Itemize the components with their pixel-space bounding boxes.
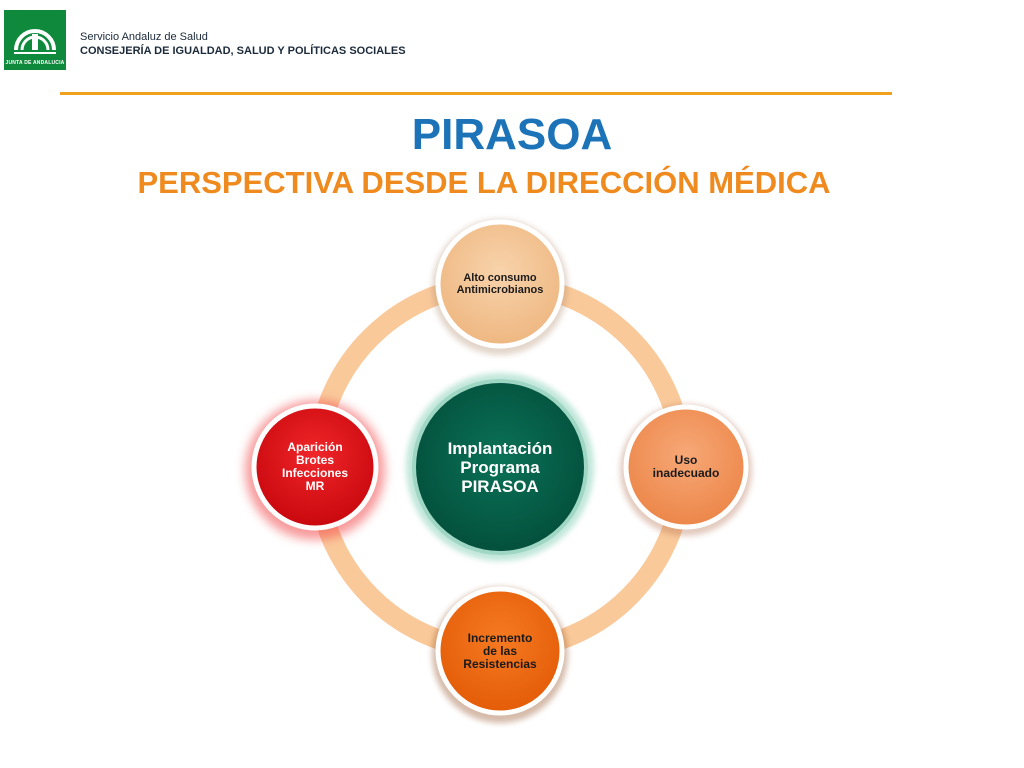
header-divider — [60, 92, 892, 95]
junta-andalucia-emblem-icon — [14, 29, 56, 54]
node-left-circle — [251, 403, 379, 531]
organization-name: Servicio Andaluz de Salud CONSEJERÍA DE … — [80, 30, 406, 59]
node-right-circle — [623, 404, 749, 530]
slide-subtitle: PERSPECTIVA DESDE LA DIRECCIÓN MÉDICA — [137, 165, 831, 200]
node-top-label: Alto consumo Antimicrobianos — [456, 272, 544, 296]
logo: JUNTA DE ANDALUCIA — [4, 10, 66, 70]
node-right-label: Uso inadecuado — [652, 453, 720, 480]
org-line-1: Servicio Andaluz de Salud — [80, 31, 208, 43]
center-label: Implantación Programa PIRASOA — [447, 439, 553, 496]
node-left-label: Aparición Brotes Infecciones MR — [281, 440, 349, 493]
logo-caption: JUNTA DE ANDALUCIA — [5, 60, 65, 66]
org-line-2: CONSEJERÍA DE IGUALDAD, SALUD Y POLÍTICA… — [80, 45, 406, 57]
node-top-circle — [435, 219, 565, 349]
slide-title: PIRASOA — [411, 110, 613, 159]
center-circle — [412, 379, 588, 555]
node-bottom-circle — [435, 586, 565, 716]
node-bottom-label: Incremento de las Resistencias — [463, 630, 537, 671]
